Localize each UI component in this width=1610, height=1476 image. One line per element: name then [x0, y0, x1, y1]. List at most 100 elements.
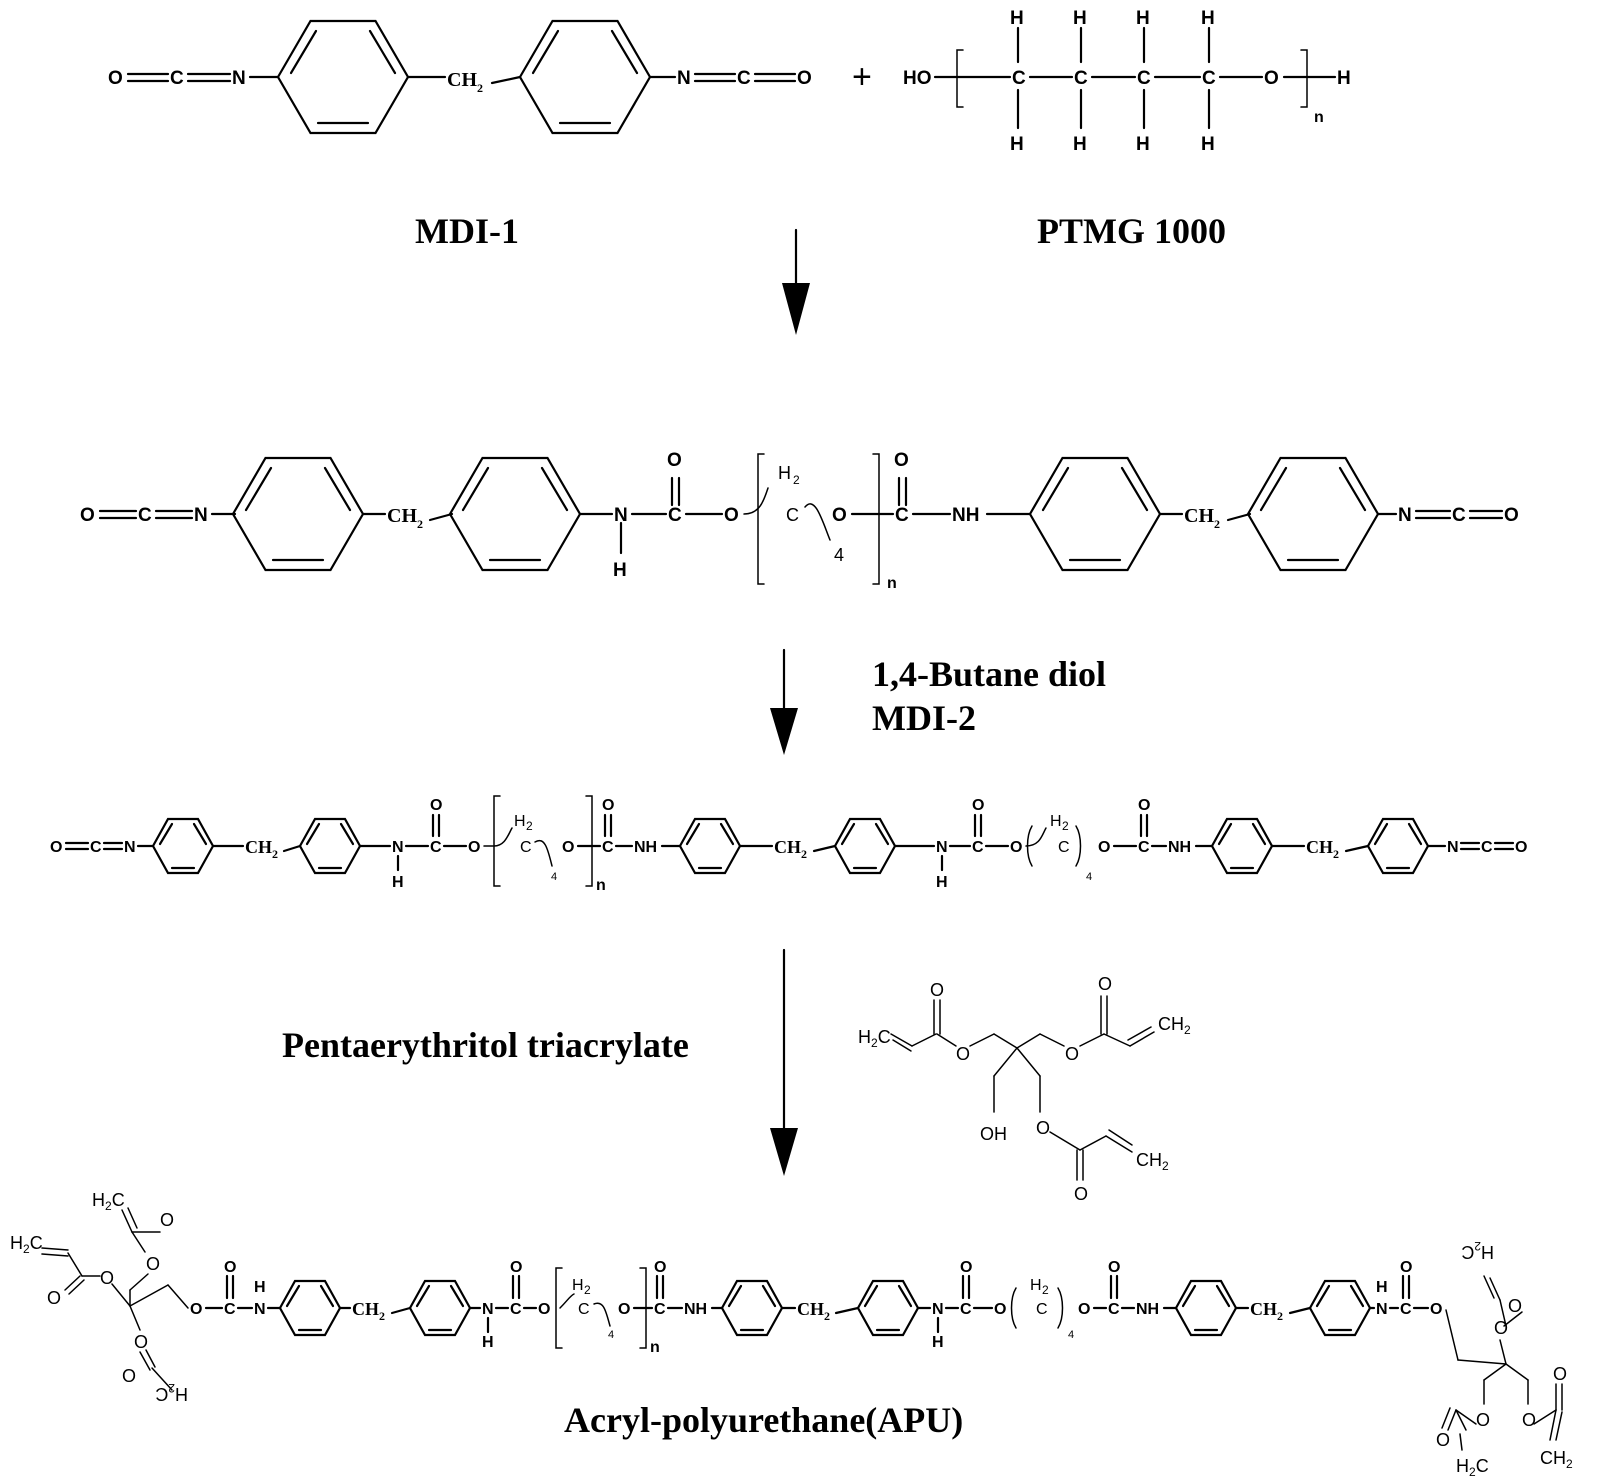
atom-c: C: [737, 68, 751, 89]
ch2-label: CH2: [352, 1299, 385, 1323]
svg-text:O: O: [1522, 1410, 1536, 1430]
svg-text:O: O: [1508, 1296, 1522, 1316]
svg-text:O: O: [1430, 1301, 1442, 1318]
atom-o: O: [797, 68, 812, 89]
svg-text:H2C: H2C: [92, 1190, 125, 1213]
svg-text:H: H: [778, 463, 791, 483]
ch2-label: CH2: [447, 69, 483, 95]
svg-text:H2C: H2C: [1461, 1239, 1494, 1262]
ptmg-c3: C H H: [1136, 8, 1151, 155]
svg-text:N: N: [194, 505, 208, 526]
repeat-n: n: [1314, 109, 1324, 126]
svg-text:O: O: [1494, 1318, 1508, 1338]
svg-text:H: H: [1050, 813, 1062, 830]
svg-text:C: C: [602, 839, 614, 856]
svg-text:O: O: [724, 505, 739, 526]
svg-text:C: C: [224, 1301, 236, 1318]
atom-ho: HO: [903, 68, 932, 89]
svg-text:O: O: [994, 1301, 1006, 1318]
ptmg-c2: C H H: [1073, 8, 1088, 155]
svg-text:O: O: [972, 797, 984, 814]
svg-text:C: C: [1012, 68, 1026, 89]
svg-text:O: O: [956, 1044, 970, 1064]
svg-text:H: H: [1136, 8, 1150, 29]
svg-text:H2C: H2C: [858, 1027, 891, 1050]
svg-text:4: 4: [1068, 1329, 1074, 1341]
svg-text:O: O: [50, 839, 62, 856]
svg-text:C: C: [138, 505, 152, 526]
arrow-1: [782, 228, 810, 335]
svg-text:C: C: [1137, 68, 1151, 89]
ch2-label: CH2: [774, 837, 807, 861]
svg-text:C: C: [1138, 839, 1150, 856]
svg-text:O: O: [618, 1301, 630, 1318]
svg-text:O: O: [1065, 1044, 1079, 1064]
svg-text:N: N: [1376, 1301, 1388, 1318]
svg-text:C: C: [1036, 1301, 1048, 1318]
svg-text:H: H: [1376, 1279, 1388, 1296]
apu-right-end: O O H2C O O CH2 O O H2C: [1436, 1239, 1573, 1476]
svg-text:O: O: [894, 450, 909, 471]
svg-text:C: C: [895, 505, 909, 526]
pentaerythritol-triacrylate-structure: H2C O O O O CH2 OH O O CH2: [858, 974, 1191, 1204]
label-apu: Acryl-polyurethane(APU): [564, 1400, 963, 1440]
svg-text:O: O: [1108, 1259, 1120, 1276]
apu-structure: H2C O O H2C O O O O H2C O C: [10, 1190, 1573, 1476]
svg-text:4: 4: [834, 545, 844, 565]
svg-text:C: C: [430, 839, 442, 856]
label-pentaerythritol-triacrylate: Pentaerythritol triacrylate: [282, 1025, 689, 1065]
svg-text:OH: OH: [980, 1124, 1007, 1144]
svg-text:4: 4: [608, 1329, 614, 1341]
svg-text:NH: NH: [1136, 1301, 1159, 1318]
svg-text:O: O: [930, 980, 944, 1000]
svg-text:C: C: [578, 1301, 590, 1318]
repeat-n: n: [650, 1339, 660, 1356]
label-ptmg: PTMG 1000: [1037, 211, 1226, 251]
atom-c: C: [170, 68, 184, 89]
svg-text:2: 2: [584, 1283, 591, 1297]
svg-text:C: C: [90, 839, 102, 856]
svg-text:O: O: [1504, 505, 1519, 526]
svg-text:O: O: [1098, 974, 1112, 994]
svg-text:C: C: [972, 839, 984, 856]
svg-text:O: O: [832, 505, 847, 526]
svg-text:O: O: [602, 797, 614, 814]
svg-text:C: C: [1058, 839, 1070, 856]
svg-text:H: H: [392, 874, 404, 891]
ch2-label: CH2: [1306, 837, 1339, 861]
svg-text:O: O: [562, 839, 574, 856]
svg-text:NH: NH: [1168, 839, 1191, 856]
svg-text:N: N: [936, 839, 948, 856]
svg-text:O: O: [654, 1259, 666, 1276]
svg-text:C: C: [1452, 505, 1466, 526]
svg-text:H: H: [932, 1334, 944, 1351]
svg-text:O: O: [122, 1366, 136, 1386]
svg-text:O: O: [100, 1268, 114, 1288]
svg-text:O: O: [190, 1301, 202, 1318]
svg-text:C: C: [1400, 1301, 1412, 1318]
svg-text:4: 4: [1086, 871, 1092, 883]
label-mdi-2: MDI-2: [872, 698, 976, 738]
svg-text:H: H: [572, 1277, 584, 1294]
apu-left-end: H2C O O H2C O O O O H2C O: [10, 1190, 202, 1404]
svg-text:C: C: [1202, 68, 1216, 89]
label-butane-diol: 1,4-Butane diol: [872, 654, 1106, 694]
svg-text:CH2: CH2: [1158, 1014, 1191, 1037]
svg-text:O: O: [47, 1288, 61, 1308]
svg-text:H: H: [1010, 8, 1024, 29]
svg-text:O: O: [468, 839, 480, 856]
svg-text:H: H: [1201, 134, 1215, 155]
svg-text:O: O: [1476, 1410, 1490, 1430]
svg-text:H: H: [1201, 8, 1215, 29]
svg-text:CH2: CH2: [1136, 1150, 1169, 1173]
ch2-label: CH2: [1250, 1299, 1283, 1323]
svg-text:NH: NH: [952, 505, 979, 526]
svg-text:2: 2: [793, 473, 800, 487]
svg-text:H: H: [514, 813, 526, 830]
svg-text:C: C: [786, 505, 799, 525]
mdi-1-structure: O C N CH2 N C O: [108, 19, 812, 135]
svg-text:H: H: [1010, 134, 1024, 155]
svg-text:H2C: H2C: [10, 1233, 43, 1256]
